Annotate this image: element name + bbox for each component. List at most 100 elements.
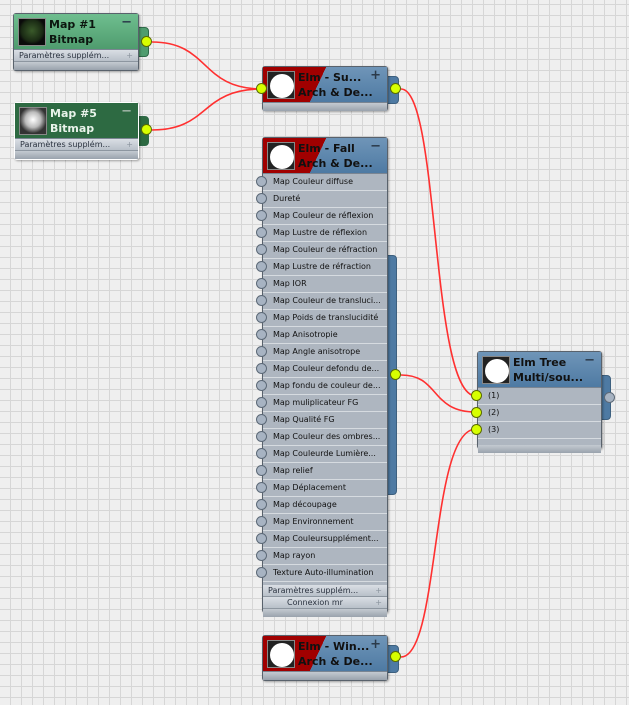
slot-row[interactable]: Texture Auto-illumination	[263, 565, 387, 582]
input-socket[interactable]	[256, 448, 267, 459]
input-socket[interactable]	[256, 210, 267, 221]
node-elm-win[interactable]: Elm - Win...Arch & De... +	[262, 635, 388, 681]
output-socket[interactable]	[390, 651, 401, 662]
input-socket[interactable]	[256, 380, 267, 391]
input-socket[interactable]	[256, 363, 267, 374]
slot-row[interactable]: Map relief	[263, 463, 387, 480]
resize-grip[interactable]	[478, 445, 601, 453]
node-header[interactable]: Elm - Su...Arch & De... +	[263, 67, 387, 103]
slot-row[interactable]: Map Couleur de réfraction	[263, 242, 387, 259]
slot-row[interactable]: Map Couleur defondu de...	[263, 361, 387, 378]
connexion-rollout[interactable]: Connexion mr+	[263, 597, 387, 609]
input-socket[interactable]	[471, 390, 482, 401]
wire-map1-elm-su[interactable]	[151, 41, 263, 90]
slot-row[interactable]: Map Angle anisotrope	[263, 344, 387, 361]
slot-row[interactable]: Map Couleur de réflexion	[263, 208, 387, 225]
input-socket[interactable]	[256, 193, 267, 204]
collapse-button[interactable]: −	[121, 15, 132, 30]
input-socket[interactable]	[256, 499, 267, 510]
input-socket[interactable]	[256, 431, 267, 442]
slot-row[interactable]: Map rayon	[263, 548, 387, 565]
output-socket[interactable]	[141, 124, 152, 135]
slot-row[interactable]: Map Couleursupplément...	[263, 531, 387, 548]
expand-button[interactable]: +	[370, 637, 381, 652]
slot-row[interactable]: Map fondu de couleur de...	[263, 378, 387, 395]
input-socket[interactable]	[471, 424, 482, 435]
param-label: Paramètres supplém...	[268, 586, 359, 595]
input-socket[interactable]	[256, 176, 267, 187]
input-socket[interactable]	[256, 465, 267, 476]
input-socket[interactable]	[256, 261, 267, 272]
slot-row[interactable]: Dureté	[263, 191, 387, 208]
wire-map5-elm-su[interactable]	[151, 88, 263, 131]
slot-row[interactable]: Map Couleur diffuse	[263, 174, 387, 191]
slot-row[interactable]: (2)	[478, 405, 601, 422]
param-rollout[interactable]: Paramètres supplém...+	[263, 585, 387, 597]
collapse-button[interactable]: −	[121, 104, 132, 119]
input-socket[interactable]	[256, 312, 267, 323]
resize-grip[interactable]	[15, 151, 138, 159]
input-socket[interactable]	[256, 567, 267, 578]
slot-row[interactable]: Map Lustre de réflexion	[263, 225, 387, 242]
resize-grip[interactable]	[263, 609, 387, 617]
input-socket[interactable]	[256, 482, 267, 493]
slot-row[interactable]: Map Couleur de transluci...	[263, 293, 387, 310]
slot-row[interactable]: Map Environnement	[263, 514, 387, 531]
input-socket[interactable]	[256, 83, 267, 94]
slot-row[interactable]: Map Qualité FG	[263, 412, 387, 429]
node-name: Elm Tree	[513, 356, 567, 369]
expand-button[interactable]: +	[370, 68, 381, 83]
slot-row[interactable]: Map Couleurde Lumière...	[263, 446, 387, 463]
slot-row[interactable]: Map Lustre de réfraction	[263, 259, 387, 276]
wire-elm-win-tree[interactable]	[400, 428, 477, 658]
slot-row[interactable]: Map Anisotropie	[263, 327, 387, 344]
resize-grip[interactable]	[14, 62, 138, 70]
input-socket[interactable]	[256, 295, 267, 306]
output-socket[interactable]	[141, 36, 152, 47]
collapse-button[interactable]: −	[584, 353, 595, 368]
output-socket[interactable]	[604, 392, 615, 403]
node-header[interactable]: Elm - Win...Arch & De... +	[263, 636, 387, 672]
resize-grip[interactable]	[263, 672, 387, 680]
param-rollout[interactable]: Paramètres supplém...+	[14, 50, 138, 62]
output-socket[interactable]	[390, 369, 401, 380]
node-type: Bitmap	[50, 122, 95, 135]
input-socket[interactable]	[256, 346, 267, 357]
wire-elm-fall-tree[interactable]	[400, 374, 477, 413]
input-socket[interactable]	[256, 397, 267, 408]
node-type: Bitmap	[49, 33, 94, 46]
slot-row[interactable]: (3)	[478, 422, 601, 439]
output-socket[interactable]	[390, 83, 401, 94]
slot-row[interactable]: Map Poids de translucidité	[263, 310, 387, 327]
node-header[interactable]: Map #1 Bitmap −	[14, 14, 138, 50]
slot-row[interactable]: Map muliplicateur FG	[263, 395, 387, 412]
node-name: Map #1	[49, 18, 96, 31]
input-socket[interactable]	[256, 550, 267, 561]
input-socket[interactable]	[256, 329, 267, 340]
param-rollout[interactable]: Paramètres supplém...+	[15, 139, 138, 151]
slot-row[interactable]: Map Déplacement	[263, 480, 387, 497]
input-socket[interactable]	[471, 407, 482, 418]
node-elm-su[interactable]: Elm - Su...Arch & De... +	[262, 66, 388, 111]
input-socket[interactable]	[256, 278, 267, 289]
collapse-button[interactable]: −	[370, 139, 381, 154]
slot-row[interactable]: Map découpage	[263, 497, 387, 514]
slot-row[interactable]: Map Couleur des ombres...	[263, 429, 387, 446]
wire-elm-su-tree[interactable]	[400, 88, 477, 397]
node-type: Arch & De...	[298, 157, 373, 170]
input-socket[interactable]	[256, 414, 267, 425]
slot-row[interactable]: Map IOR	[263, 276, 387, 293]
input-socket[interactable]	[256, 244, 267, 255]
slot-row[interactable]: (1)	[478, 388, 601, 405]
resize-grip[interactable]	[263, 103, 387, 111]
node-map1[interactable]: Map #1 Bitmap − Paramètres supplém...+	[13, 13, 139, 71]
input-socket[interactable]	[256, 533, 267, 544]
input-socket[interactable]	[256, 516, 267, 527]
input-socket[interactable]	[256, 227, 267, 238]
